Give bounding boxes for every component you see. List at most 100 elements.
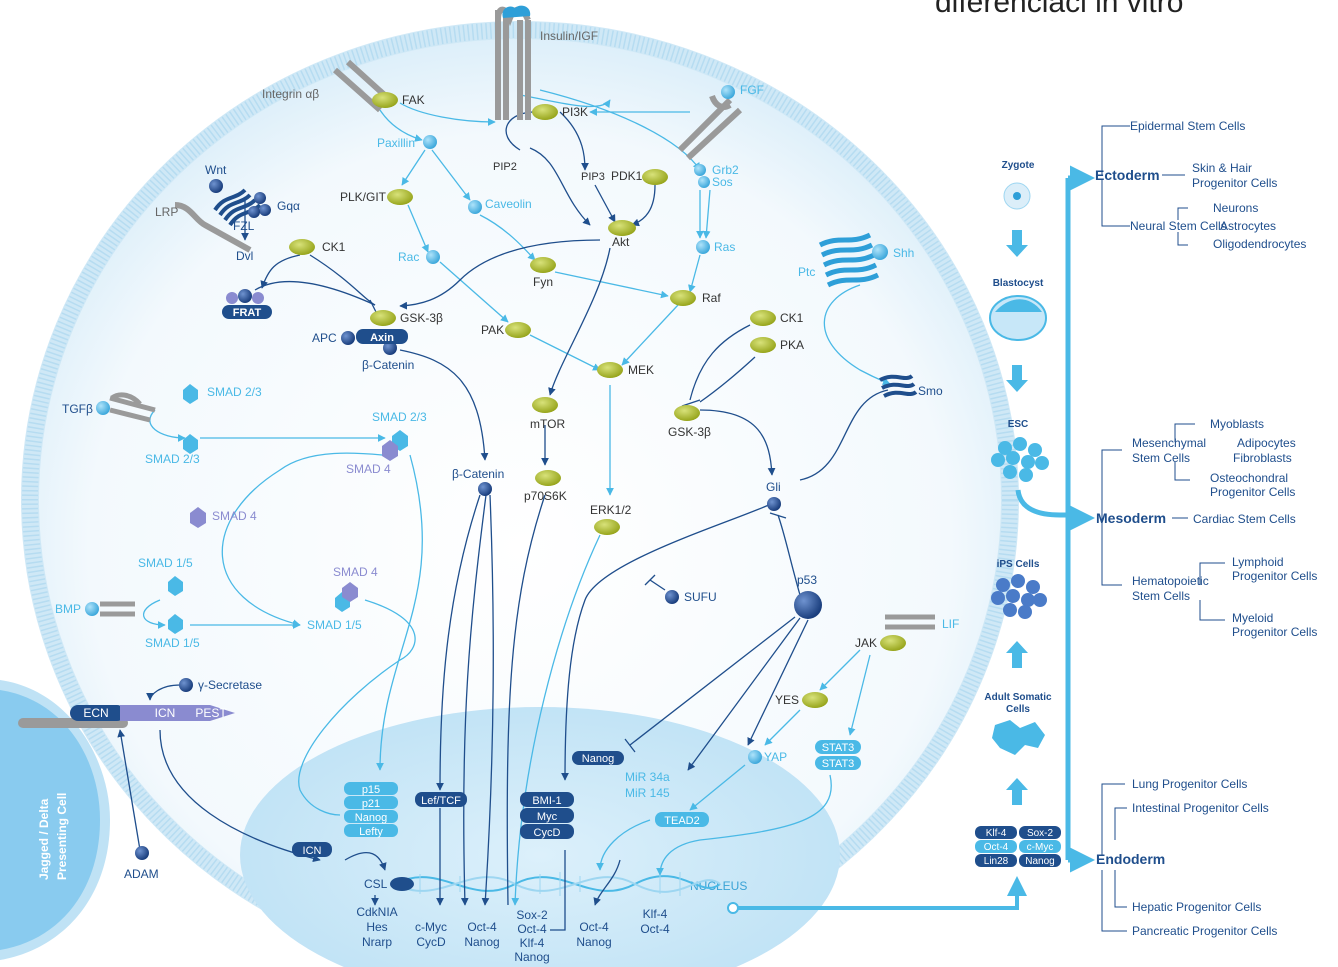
ck1b-label: CK1 <box>780 311 804 325</box>
lin-neurons: Neurons <box>1213 201 1258 215</box>
smad23-label-a: SMAD 2/3 <box>207 385 262 399</box>
raf-label: Raf <box>702 291 721 305</box>
factor-cmyc: c-Myc <box>1027 842 1054 853</box>
nucleus-to-ips-arrow <box>738 876 1027 910</box>
nanog-label-b: Nanog <box>582 753 614 765</box>
bmp-receptor[interactable]: BMP <box>55 601 135 617</box>
smad4-hex-a <box>382 440 398 461</box>
lin-osteo-2: Progenitor Cells <box>1210 485 1295 499</box>
integrin-label: Integrin αβ <box>262 87 319 101</box>
arrow-down-2 <box>1006 365 1028 392</box>
pip2-label: PIP2 <box>493 161 517 173</box>
apc-node <box>341 331 355 345</box>
frizzled-receptor[interactable]: Wnt Gqα FZL LRP <box>155 163 300 253</box>
bcat-label-b: β-Catenin <box>452 467 504 481</box>
dvl-label: Dvl <box>236 249 253 263</box>
nucleus-factors[interactable]: p15 p21 Nanog Lefty Lef/TCF BMI-1 Myc Cy… <box>344 751 709 964</box>
target-t4-0: Sox-2 <box>516 908 548 922</box>
ras-node <box>696 240 710 254</box>
ips-image <box>991 574 1047 619</box>
caveolin-node <box>468 200 482 214</box>
insulin-label: Insulin/IGF <box>540 29 598 43</box>
nanog-label-a: Nanog <box>355 812 387 824</box>
smad23-label-b: SMAD 2/3 <box>145 452 200 466</box>
bmp-label: BMP <box>55 602 81 616</box>
tgfb-receptor[interactable]: TGFβ <box>62 392 156 423</box>
stem-cell-column: Zygote Blastocyst ESC iPS Cells Adult So… <box>727 160 1095 914</box>
target-t4-2: Klf-4 <box>520 936 545 950</box>
smad15-hex-a <box>168 576 183 596</box>
notch-complex[interactable]: ECN ICN PEST ICN CSL <box>18 705 414 891</box>
fyn-label: Fyn <box>533 275 553 289</box>
lif-receptor[interactable]: LIF <box>885 614 959 631</box>
myc-label: Myc <box>537 811 558 823</box>
lin-mye-2: Progenitor Cells <box>1232 625 1317 639</box>
paxillin-node <box>423 135 437 149</box>
lineage-tree: Epidermal Stem Cells Ectoderm Skin & Hai… <box>1095 119 1317 938</box>
bcat-node-b <box>478 482 492 496</box>
p70-node <box>535 470 561 486</box>
erk-label: ERK1/2 <box>590 503 632 517</box>
pak-label: PAK <box>481 323 504 337</box>
factor-sox2: Sox-2 <box>1027 828 1054 839</box>
pi3k-node <box>532 104 558 120</box>
lin-hepatic: Hepatic Progenitor Cells <box>1132 900 1261 914</box>
axin-label: Axin <box>370 332 394 344</box>
arrow-up-1 <box>1006 641 1028 668</box>
shh-ligand <box>872 244 888 260</box>
lin-pancreatic: Pancreatic Progenitor Cells <box>1132 924 1277 938</box>
mir34-label: MiR 34a <box>625 770 670 784</box>
smad15-label-c: SMAD 1/5 <box>307 618 362 632</box>
pi3k-label: PI3K <box>562 105 588 119</box>
lin-intestinal: Intestinal Progenitor Cells <box>1132 801 1269 815</box>
patched-receptor[interactable]: Shh Ptc <box>798 232 914 288</box>
lin-lymph-1: Lymphoid <box>1232 555 1284 569</box>
lif-label: LIF <box>942 617 959 631</box>
grb2-label: Grb2 <box>712 163 739 177</box>
stat3-label-b: STAT3 <box>822 758 855 770</box>
gsk3b-node-a <box>370 310 396 326</box>
esc-image <box>991 437 1049 482</box>
paxillin-label: Paxillin <box>377 136 415 150</box>
pka-label: PKA <box>780 338 804 352</box>
erk-node <box>594 519 620 535</box>
rac-label: Rac <box>398 250 419 264</box>
factor-nanog: Nanog <box>1025 856 1054 867</box>
target-t2-1: CycD <box>416 935 446 949</box>
smoothened-receptor[interactable]: Smo <box>879 374 943 398</box>
lin-astro: Astrocytes <box>1220 219 1276 233</box>
gli-node <box>767 497 781 511</box>
icn-label: ICN <box>155 706 176 720</box>
raf-node <box>670 290 696 306</box>
target-t6-0: Klf-4 <box>643 907 668 921</box>
gli-label: Gli <box>766 480 781 494</box>
stat3-label-a: STAT3 <box>822 742 855 754</box>
lin-lung: Lung Progenitor Cells <box>1132 777 1247 791</box>
smad-nodes[interactable]: SMAD 2/3 SMAD 2/3 SMAD 2/3 SMAD 4 SMAD 4… <box>138 384 427 650</box>
lin-mes-2: Stem Cells <box>1132 451 1190 465</box>
mtor-node <box>532 397 558 413</box>
lin-skin-2: Progenitor Cells <box>1192 176 1277 190</box>
p53-label: p53 <box>797 573 817 587</box>
csl-label: CSL <box>364 877 388 891</box>
insulin-receptor[interactable]: Insulin/IGF <box>495 5 598 120</box>
factor-oct4: Oct-4 <box>984 842 1009 853</box>
pathway-nodes[interactable]: FAK PI3K PDK1 Akt PLK/GIT CK1 Fyn Raf GS… <box>124 92 906 881</box>
fak-node <box>372 92 398 108</box>
csl-node <box>390 877 414 891</box>
gsk3b-label-b: GSK-3β <box>668 425 711 439</box>
factor-klf4: Klf-4 <box>986 828 1007 839</box>
smo-label: Smo <box>918 384 943 398</box>
ecn-badge <box>70 705 125 721</box>
pip3-label: PIP3 <box>581 171 605 183</box>
fgf-receptor[interactable]: FGF <box>677 83 764 161</box>
target-t4-3: Nanog <box>514 950 549 964</box>
lin-neural: Neural Stem Cells <box>1130 219 1227 233</box>
smad23-hex-b <box>183 434 198 454</box>
arrow-up-2 <box>1006 778 1028 805</box>
fak-label: FAK <box>402 93 425 107</box>
fzl-label: FZL <box>233 219 255 233</box>
gsk3b-node-b <box>674 405 700 421</box>
smad4-label-b: SMAD 4 <box>212 509 257 523</box>
ck1a-label: CK1 <box>322 240 346 254</box>
